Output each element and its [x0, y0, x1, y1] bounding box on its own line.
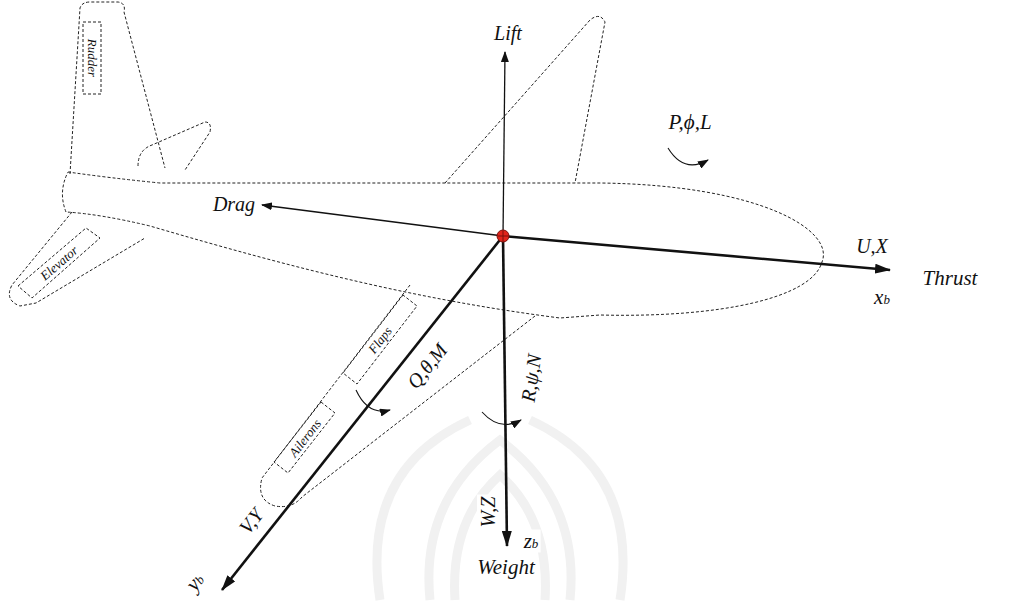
pitch-arrow	[356, 390, 390, 411]
centre-of-gravity	[497, 230, 509, 242]
far-stabilizer	[138, 122, 210, 170]
fuselage	[62, 172, 823, 318]
axis-name: yb	[180, 567, 210, 597]
axis-label: V,Y	[233, 503, 269, 540]
ailerons-box	[274, 402, 335, 473]
control-surface-label: Elevator	[36, 241, 83, 284]
axis-name: xb	[872, 286, 892, 309]
moment-label: R,ψ,N	[516, 351, 545, 406]
z-axis	[503, 236, 507, 546]
body-axes	[222, 236, 890, 590]
control-surface-label: Ailerons	[285, 415, 326, 462]
control-surface-label: Flaps	[364, 322, 396, 358]
axis-label: U,X	[854, 235, 890, 257]
force-label: Thrust	[921, 267, 980, 290]
horizontal-stabilizer	[9, 212, 145, 306]
watermark	[377, 420, 623, 600]
roll-arrow	[668, 148, 708, 165]
elevator-box	[18, 228, 100, 298]
near-wing	[261, 285, 535, 507]
rudder-box	[83, 22, 101, 94]
flaps-box	[343, 295, 417, 384]
rotation-arrows	[356, 148, 708, 425]
far-wing	[445, 16, 605, 183]
vertical-fin	[70, 2, 165, 174]
force-label: Lift	[492, 22, 524, 44]
x-axis	[503, 236, 890, 270]
force-arrows	[262, 52, 505, 236]
force-label: Weight	[475, 556, 537, 579]
cg-cross-v	[503, 231, 504, 241]
y-axis	[222, 236, 503, 590]
axis-label: W,Z	[477, 495, 499, 530]
drag-arrow	[262, 205, 503, 236]
lift-arrow	[503, 52, 505, 236]
yaw-arrow	[482, 412, 521, 425]
control-surface-label: Rudder	[85, 37, 100, 79]
moment-label: Q,θ,M	[401, 338, 452, 395]
moment-label: P,ϕ,L	[666, 111, 713, 134]
axis-name: zb	[522, 530, 541, 553]
force-label: Drag	[211, 193, 257, 215]
